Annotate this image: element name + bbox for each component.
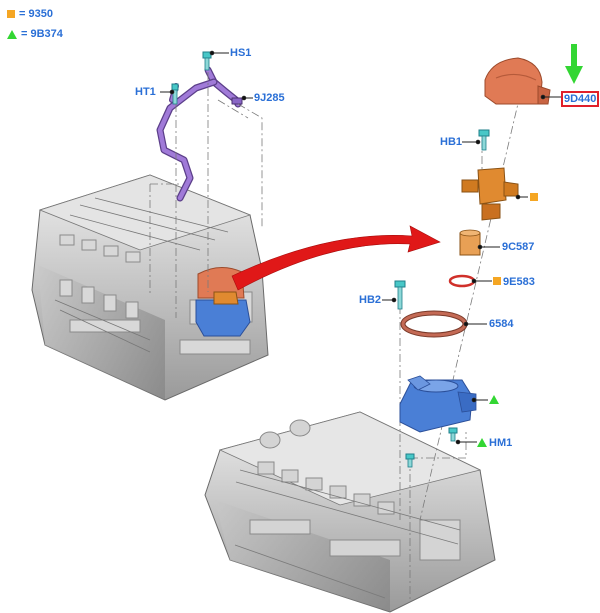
legend-triangle-row: = 9B374 — [7, 28, 63, 40]
green-triangle-icon — [477, 438, 487, 447]
o-ring-9e583 — [448, 274, 476, 288]
bolt-hm1 — [405, 427, 458, 468]
tappet-9c587 — [459, 229, 481, 256]
pump-housing-9b374 — [399, 375, 477, 433]
callout-9e583: 9E583 — [503, 276, 535, 288]
legend-square-label: = 9350 — [19, 8, 53, 20]
callout-6584: 6584 — [489, 318, 514, 330]
legend-square-row: = 9350 — [7, 8, 53, 20]
callout-hb1: HB1 — [440, 136, 463, 148]
callout-9c587: 9C587 — [502, 241, 535, 253]
installed-pump-assembly — [195, 267, 251, 337]
gasket-6584 — [400, 310, 468, 338]
callout-hs1: HS1 — [230, 47, 252, 59]
callout-hm1: HM1 — [489, 437, 513, 449]
orange-square-icon — [530, 193, 538, 201]
green-down-arrow-icon — [565, 44, 583, 84]
bolt-hb2 — [394, 280, 406, 310]
fuel-pump-9350 — [461, 167, 519, 221]
bolt-hb1 — [478, 129, 490, 151]
legend-triangle-label: = 9B374 — [21, 28, 63, 40]
callout-ht1: HT1 — [135, 86, 156, 98]
engine-right — [204, 411, 496, 613]
callout-9j285: 9J285 — [254, 92, 285, 104]
green-triangle-icon — [7, 29, 17, 39]
assembly-lines-left — [149, 72, 263, 318]
pump-cover-9d440 — [484, 57, 551, 105]
clip-ht1 — [171, 83, 179, 105]
callout-hb2: HB2 — [359, 294, 382, 306]
orange-square-icon — [7, 10, 15, 18]
leader-lines — [160, 50, 561, 445]
green-triangle-icon — [489, 395, 499, 404]
callout-9d440: 9D440 — [561, 91, 600, 107]
orange-square-icon — [493, 277, 501, 285]
red-curved-arrow-icon — [231, 225, 441, 291]
